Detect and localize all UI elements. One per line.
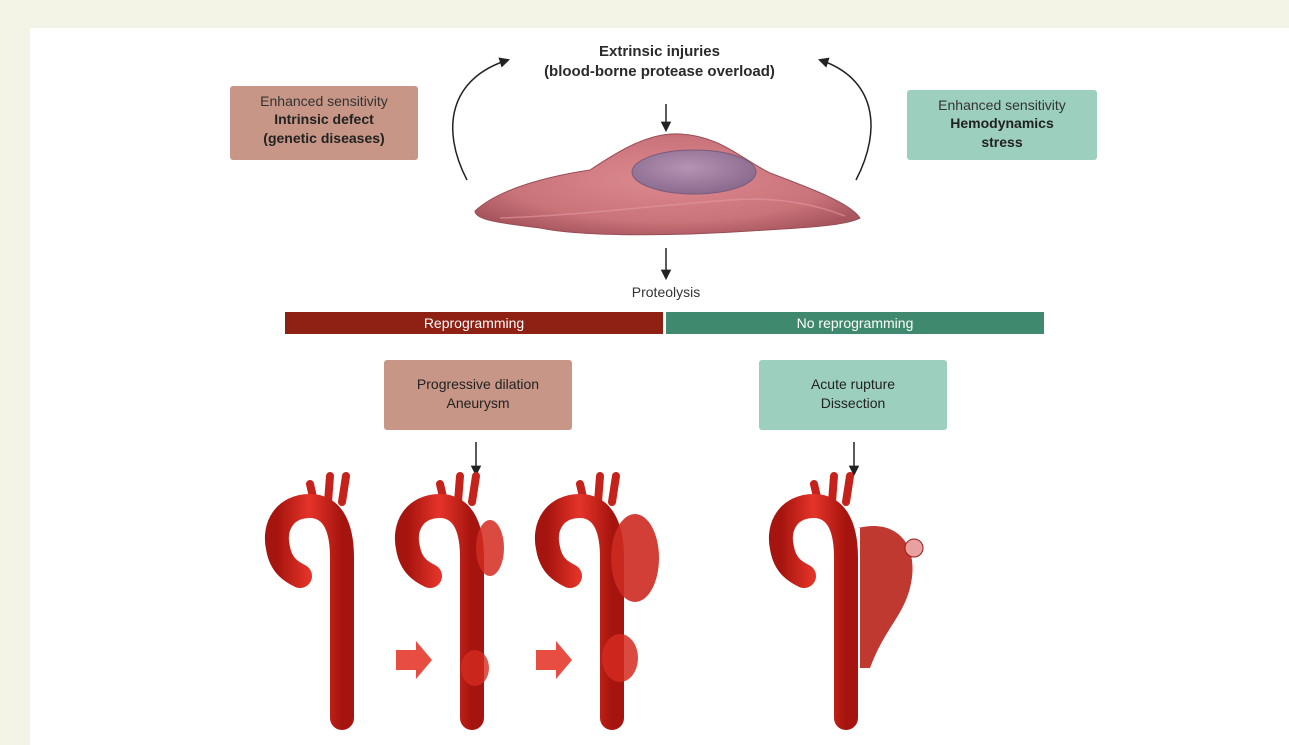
diagram-canvas: Extrinsic injuries (blood-borne protease… (30, 28, 1289, 745)
red-arrow-1 (396, 641, 432, 679)
left-outcome-line-1: Progressive dilation (384, 375, 572, 394)
diagram-graphics (30, 28, 1289, 745)
left-outcome-line-2: Aneurysm (384, 394, 572, 413)
extrinsic-injuries-title: Extrinsic injuries (blood-borne protease… (30, 42, 1289, 82)
right-box-subtitle: Enhanced sensitivity (907, 96, 1097, 114)
no-reprogramming-bar: No reprogramming (666, 312, 1044, 334)
smooth-muscle-cell (475, 134, 860, 235)
hemodynamics-stress-box: Enhanced sensitivity Hemodynamics stress (907, 90, 1097, 160)
left-box-line-1: Intrinsic defect (230, 110, 418, 129)
left-box-subtitle: Enhanced sensitivity (230, 92, 418, 110)
left-box-line-2: (genetic diseases) (230, 129, 418, 148)
red-arrow-2 (536, 641, 572, 679)
aorta-dissection (781, 476, 923, 718)
right-box-line-1: Hemodynamics (907, 114, 1097, 133)
title-line-2: (blood-borne protease overload) (30, 62, 1289, 82)
title-line-1: Extrinsic injuries (30, 42, 1289, 62)
acute-rupture-box: Acute rupture Dissection (759, 360, 947, 430)
intrinsic-defect-box: Enhanced sensitivity Intrinsic defect (g… (230, 86, 418, 160)
right-box-line-2: stress (907, 133, 1097, 152)
right-outcome-line-2: Dissection (759, 394, 947, 413)
proteolysis-label: Proteolysis (566, 284, 766, 300)
aorta-normal (277, 476, 346, 718)
progressive-dilation-box: Progressive dilation Aneurysm (384, 360, 572, 430)
aorta-mild-dilation (407, 476, 504, 718)
reprogramming-bar: Reprogramming (285, 312, 663, 334)
right-outcome-line-1: Acute rupture (759, 375, 947, 394)
aorta-aneurysm (547, 476, 659, 718)
